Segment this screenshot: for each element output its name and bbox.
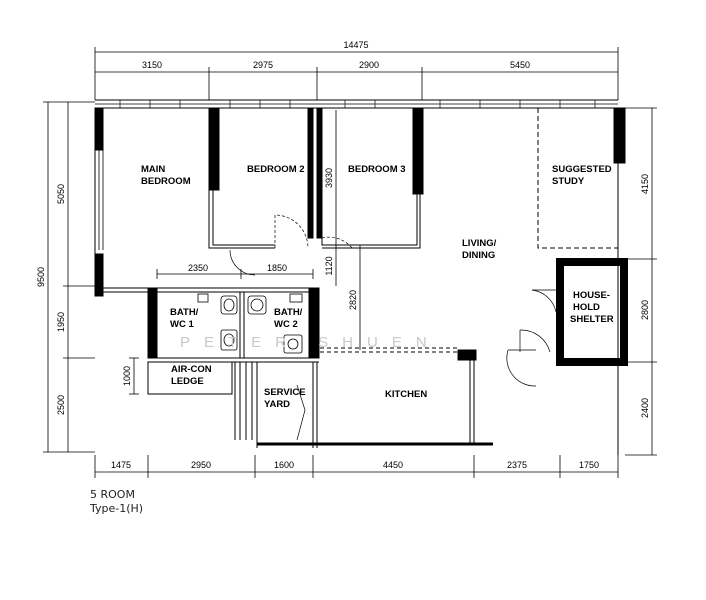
dim-bottom-6: 1750 — [579, 460, 599, 470]
dim-top-1: 3150 — [142, 60, 162, 70]
dim-top-2: 2975 — [253, 60, 273, 70]
dim-left-overall: 9500 — [36, 267, 46, 287]
label-bedroom-2: BEDROOM 2 — [247, 164, 305, 175]
label-bath-wc-1: BATH/ WC 1 — [170, 307, 201, 330]
dim-left-3: 2500 — [56, 395, 66, 415]
label-bath-wc-2: BATH/ WC 2 — [274, 307, 305, 330]
label-household-shelter: HOUSE- HOLD SHELTER — [570, 290, 614, 325]
dim-inner-4: 1000 — [122, 366, 132, 386]
label-bedroom-3: BEDROOM 3 — [348, 164, 406, 175]
label-living-dining: LIVING/ DINING — [462, 238, 499, 261]
label-service-yard: SERVICE YARD — [264, 387, 308, 410]
dim-left-2: 1950 — [56, 312, 66, 332]
caption-flat-type: 5 ROOM — [90, 488, 135, 501]
dimension-lines — [43, 47, 657, 478]
dim-bottom-4: 4450 — [383, 460, 403, 470]
dim-bath-2: 1850 — [267, 263, 287, 273]
walls — [94, 107, 628, 448]
dim-inner-1: 3930 — [324, 168, 334, 188]
dim-left-1: 5050 — [56, 184, 66, 204]
label-suggested-study: SUGGESTED STUDY — [552, 164, 614, 187]
dim-inner-3: 2820 — [348, 290, 358, 310]
dim-bath-1: 2350 — [188, 263, 208, 273]
bathroom-fixtures — [197, 293, 303, 354]
dim-bottom-3: 1600 — [274, 460, 294, 470]
dim-overall-width: 14475 — [343, 40, 368, 50]
dim-right-3: 2400 — [640, 398, 650, 418]
dim-bottom-1: 1475 — [111, 460, 131, 470]
dim-bottom-5: 2375 — [507, 460, 527, 470]
dim-bottom-2: 2950 — [191, 460, 211, 470]
facade-windows — [94, 99, 619, 455]
label-aircon-ledge: AIR-CON LEDGE — [171, 364, 214, 387]
doors — [229, 214, 557, 441]
label-kitchen: KITCHEN — [385, 389, 427, 400]
dim-top-4: 5450 — [510, 60, 530, 70]
caption-model: Type-1(H) — [89, 502, 143, 515]
dim-right-2: 2800 — [640, 300, 650, 320]
dim-right-1: 4150 — [640, 174, 650, 194]
watermark: PETER SHUEN — [180, 334, 441, 351]
dim-top-3: 2900 — [359, 60, 379, 70]
label-main-bedroom: MAIN BEDROOM — [141, 164, 191, 187]
dim-inner-2: 1120 — [324, 256, 334, 275]
